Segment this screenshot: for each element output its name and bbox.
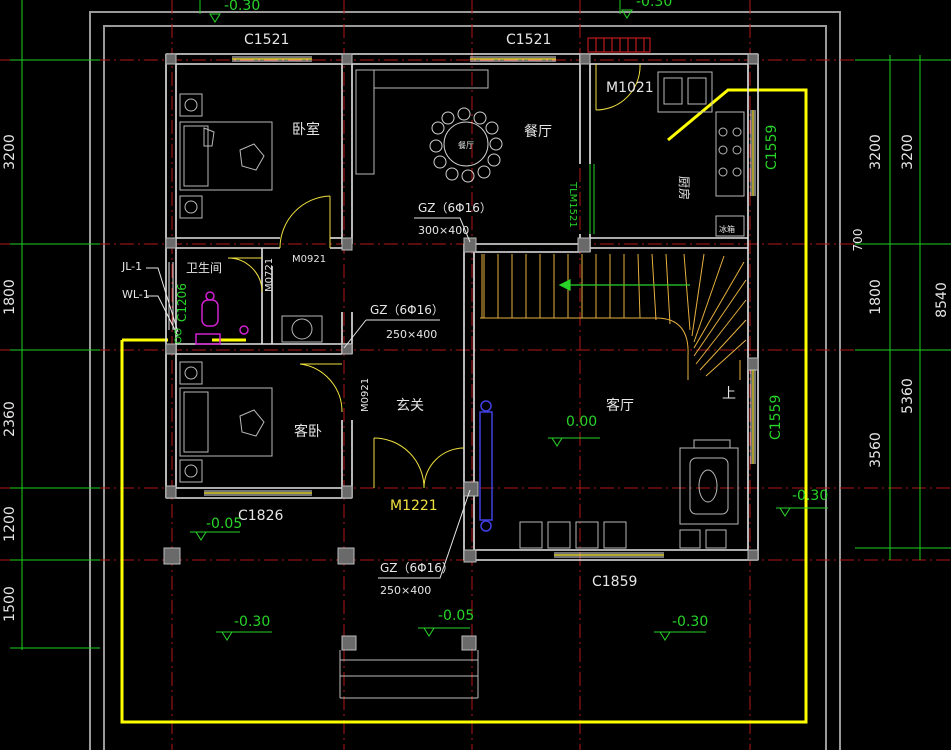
pipe-wl <box>174 336 182 344</box>
dining-table-label: 餐厅 <box>458 141 474 150</box>
dim-total: 8540 <box>934 282 950 318</box>
column-label-gz3-size: 250×400 <box>380 584 431 597</box>
level-label-front-step: -0.05 <box>438 608 474 624</box>
level-markers <box>190 9 828 641</box>
dim-left-2: 1800 <box>2 279 18 315</box>
kitchen-fixtures <box>657 71 745 237</box>
pipe-leaders <box>146 267 179 337</box>
pipe-jl <box>174 328 182 336</box>
column-label-gz1-title: GZ（6Φ16） <box>418 201 492 215</box>
site-boundary <box>89 11 841 750</box>
level-label-top-left: -0.30 <box>224 0 260 14</box>
room-label-kitchen: 厨房 <box>677 176 692 200</box>
level-label-top-right: -0.30 <box>636 0 672 10</box>
column-label-gz2-size: 250×400 <box>386 328 437 341</box>
dim-right-inner-3: 3560 <box>868 432 884 468</box>
dimension-lines-top <box>199 0 621 14</box>
dim-left-1: 3200 <box>2 134 18 170</box>
level-label-right-top: -0.30 <box>792 488 828 504</box>
room-label-foyer: 玄关 <box>396 397 424 414</box>
dim-left-4: 1200 <box>2 506 18 542</box>
level-label-left-yard: -0.30 <box>234 614 270 630</box>
room-label-bathroom: 卫生间 <box>186 261 222 275</box>
structural-columns <box>163 53 759 651</box>
door-label-m1021: M1021 <box>606 80 654 96</box>
room-label-guest-bedroom: 客卧 <box>294 423 322 440</box>
column-leaders <box>343 217 471 579</box>
window-label-c1859: C1859 <box>592 574 637 590</box>
level-label-left-porch: -0.05 <box>206 516 242 532</box>
fridge-label: 冰箱 <box>719 224 735 234</box>
dining-table <box>429 107 503 183</box>
column-label-gz3-title: GZ（6Φ16） <box>380 561 454 575</box>
window-label-c1521-a: C1521 <box>244 32 289 48</box>
dimension-lines-right <box>855 55 951 560</box>
dimension-lines-left <box>10 0 100 650</box>
dim-left-3: 2360 <box>2 401 18 437</box>
door-swings <box>227 63 641 489</box>
pipe-label-wl: WL-1 <box>122 288 150 301</box>
door-label-m1221: M1221 <box>390 498 438 514</box>
dim-left-5: 1500 <box>2 586 18 622</box>
window-label-c1559-a: C1559 <box>764 125 780 170</box>
window-highlights <box>204 58 754 556</box>
level-label-right-yard: -0.30 <box>672 614 708 630</box>
guest-bed <box>179 361 273 483</box>
dim-right-inner-1: 3200 <box>868 134 884 170</box>
column-label-gz1-size: 300×400 <box>418 224 469 237</box>
tv-cabinet <box>479 400 493 532</box>
room-label-bedroom: 卧室 <box>292 121 320 138</box>
window-label-c1521-b: C1521 <box>506 32 551 48</box>
door-label-tlm1521: TLM1521 <box>567 181 578 228</box>
room-label-dining: 餐厅 <box>524 124 552 140</box>
window-label-c1559-b: C1559 <box>768 395 784 440</box>
level-label-living: 0.00 <box>566 414 597 430</box>
entry-steps <box>339 650 479 699</box>
dim-right-outer-1: 3200 <box>900 134 916 170</box>
yard-boundary-line <box>120 88 808 724</box>
window-label-c1826: C1826 <box>238 508 283 524</box>
wardrobe <box>355 69 489 175</box>
radiator <box>587 37 651 53</box>
window-label-c1206: C1206 <box>175 283 189 322</box>
room-label-living: 客厅 <box>606 397 634 414</box>
stair-up-label: 上 <box>722 386 736 402</box>
door-label-m0921-a: M0921 <box>292 254 326 265</box>
bathroom-fixtures <box>281 315 323 343</box>
column-label-gz2-title: GZ（6Φ16） <box>370 303 444 317</box>
dim-right-outer-2: 5360 <box>900 378 916 414</box>
sliding-door <box>589 164 595 234</box>
staircase <box>480 253 747 380</box>
stair-arrow <box>558 279 690 291</box>
door-label-m0921-b: M0921 <box>360 378 371 412</box>
sofa-set <box>519 439 739 549</box>
bedroom-bed <box>179 93 273 219</box>
pipe-label-jl: JL-1 <box>121 260 142 273</box>
toilet <box>195 291 249 345</box>
dim-right-inner-2: 1800 <box>868 279 884 315</box>
dim-700: 700 <box>851 229 865 252</box>
door-label-m0721: M0721 <box>264 258 275 292</box>
